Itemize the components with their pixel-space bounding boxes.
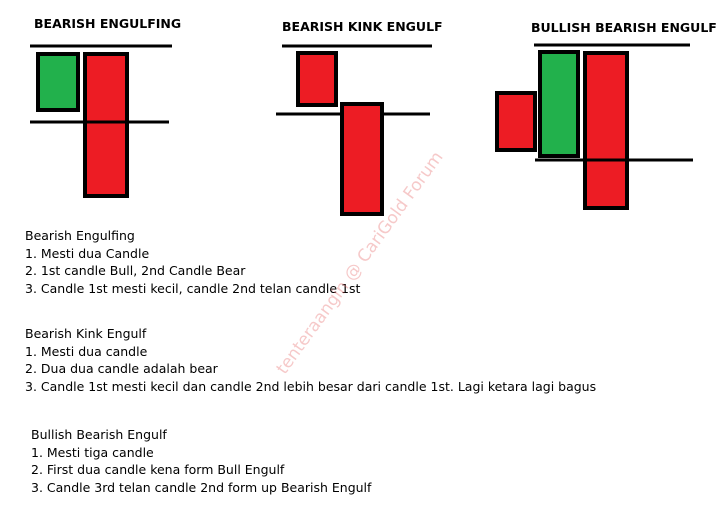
candle-1-bull — [36, 52, 80, 112]
note-heading: Bearish Engulfing — [25, 228, 135, 243]
candle-2-bear — [340, 102, 384, 216]
pattern-3-title: BULLISH BEARISH ENGULF — [531, 20, 717, 35]
pattern-bearish-kink-engulf — [276, 44, 432, 216]
note-heading: Bullish Bearish Engulf — [31, 427, 167, 442]
note-item: 3. Candle 3rd telan candle 2nd form up B… — [31, 479, 372, 495]
candle-3-bear — [583, 51, 629, 210]
note-item: 1. Mesti dua candle — [25, 343, 148, 359]
candle-1-bear — [495, 91, 537, 152]
note-bearish-engulfing: Bearish Engulfing 1. Mesti dua Candle 2.… — [25, 227, 360, 297]
note-item: 2. Dua dua candle adalah bear — [25, 361, 218, 376]
note-item: 2. 1st candle Bull, 2nd Candle Bear — [25, 263, 246, 278]
candle-2-bull — [538, 50, 580, 158]
candle-2-bear — [83, 52, 129, 198]
note-item: 2. First dua candle kena form Bull Engul… — [31, 462, 285, 477]
note-bullish-bearish-engulf: Bullish Bearish Engulf 1. Mesti tiga can… — [31, 426, 371, 496]
pattern-bullish-bearish-engulf — [495, 43, 693, 210]
note-item: 1. Mesti dua Candle — [25, 245, 150, 261]
candle-1-bear — [296, 51, 338, 107]
pattern-2-title: BEARISH KINK ENGULF — [282, 19, 443, 34]
note-item: 3. Candle 1st mesti kecil, candle 2nd te… — [25, 280, 361, 296]
pattern-bearish-engulfing — [30, 44, 172, 198]
note-heading: Bearish Kink Engulf — [25, 326, 147, 341]
pattern-1-title: BEARISH ENGULFING — [34, 16, 182, 31]
note-item: 3. Candle 1st mesti kecil dan candle 2nd… — [25, 378, 597, 394]
note-bearish-kink-engulf: Bearish Kink Engulf 1. Mesti dua candle … — [25, 325, 596, 395]
note-item: 1. Mesti tiga candle — [31, 444, 154, 460]
